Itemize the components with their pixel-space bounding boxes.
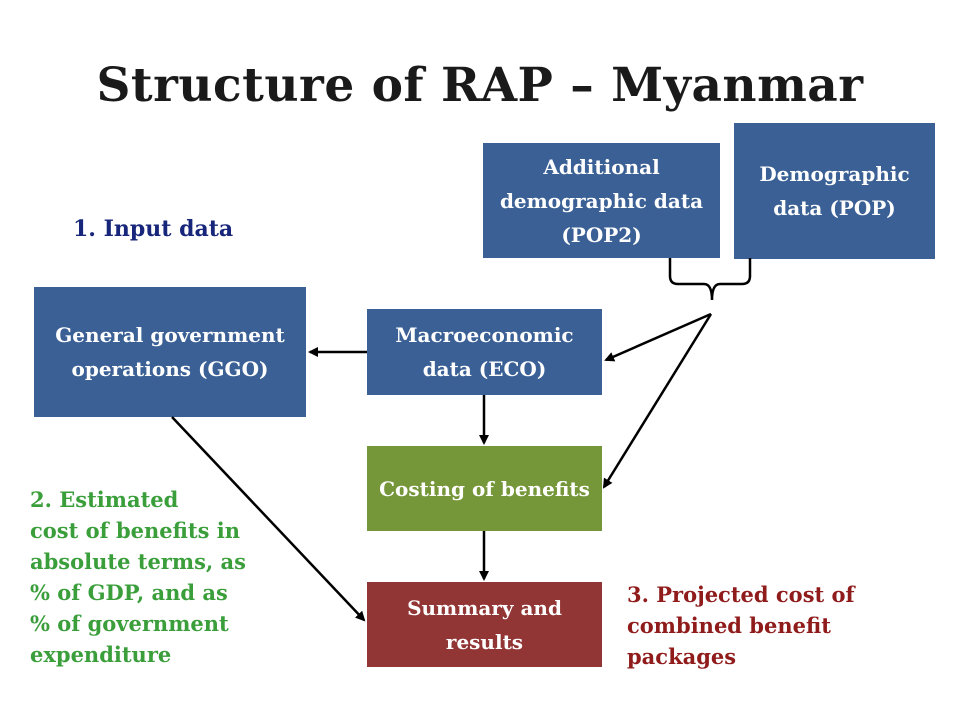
pop-box: Demographic data (POP) bbox=[734, 123, 935, 259]
estimated-line: 2. Estimated bbox=[30, 487, 179, 512]
projected-line: packages bbox=[627, 644, 737, 669]
page-title: Structure of RAP – Myanmar bbox=[96, 58, 864, 113]
arrow-brace-to-eco bbox=[604, 312, 712, 362]
brace-connector bbox=[668, 258, 752, 301]
arrow-brace-to-costing bbox=[602, 313, 713, 489]
costing-box: Costing of benefits bbox=[367, 446, 602, 531]
projected-line: 3. Projected cost of bbox=[627, 582, 855, 607]
arrow-ggo-to-summary bbox=[171, 416, 366, 622]
estimated-line: cost of benefits in bbox=[30, 518, 240, 543]
ggo-box: General government operations (GGO) bbox=[34, 287, 306, 417]
input-data-label: 1. Input data bbox=[73, 216, 234, 242]
eco-box: Macroeconomic data (ECO) bbox=[367, 309, 602, 395]
estimated-line: % of GDP, and as bbox=[30, 580, 228, 605]
projected-cost-label: 3. Projected cost of combined benefit pa… bbox=[627, 579, 855, 672]
estimated-line: expenditure bbox=[30, 642, 172, 667]
summary-box: Summary and results bbox=[367, 582, 602, 667]
estimated-cost-label: 2. Estimated cost of benefits in absolut… bbox=[30, 484, 246, 670]
estimated-line: absolute terms, as bbox=[30, 549, 246, 574]
estimated-line: % of government bbox=[30, 611, 229, 636]
projected-line: combined benefit bbox=[627, 613, 831, 638]
pop2-box: Additional demographic data (POP2) bbox=[483, 143, 720, 258]
